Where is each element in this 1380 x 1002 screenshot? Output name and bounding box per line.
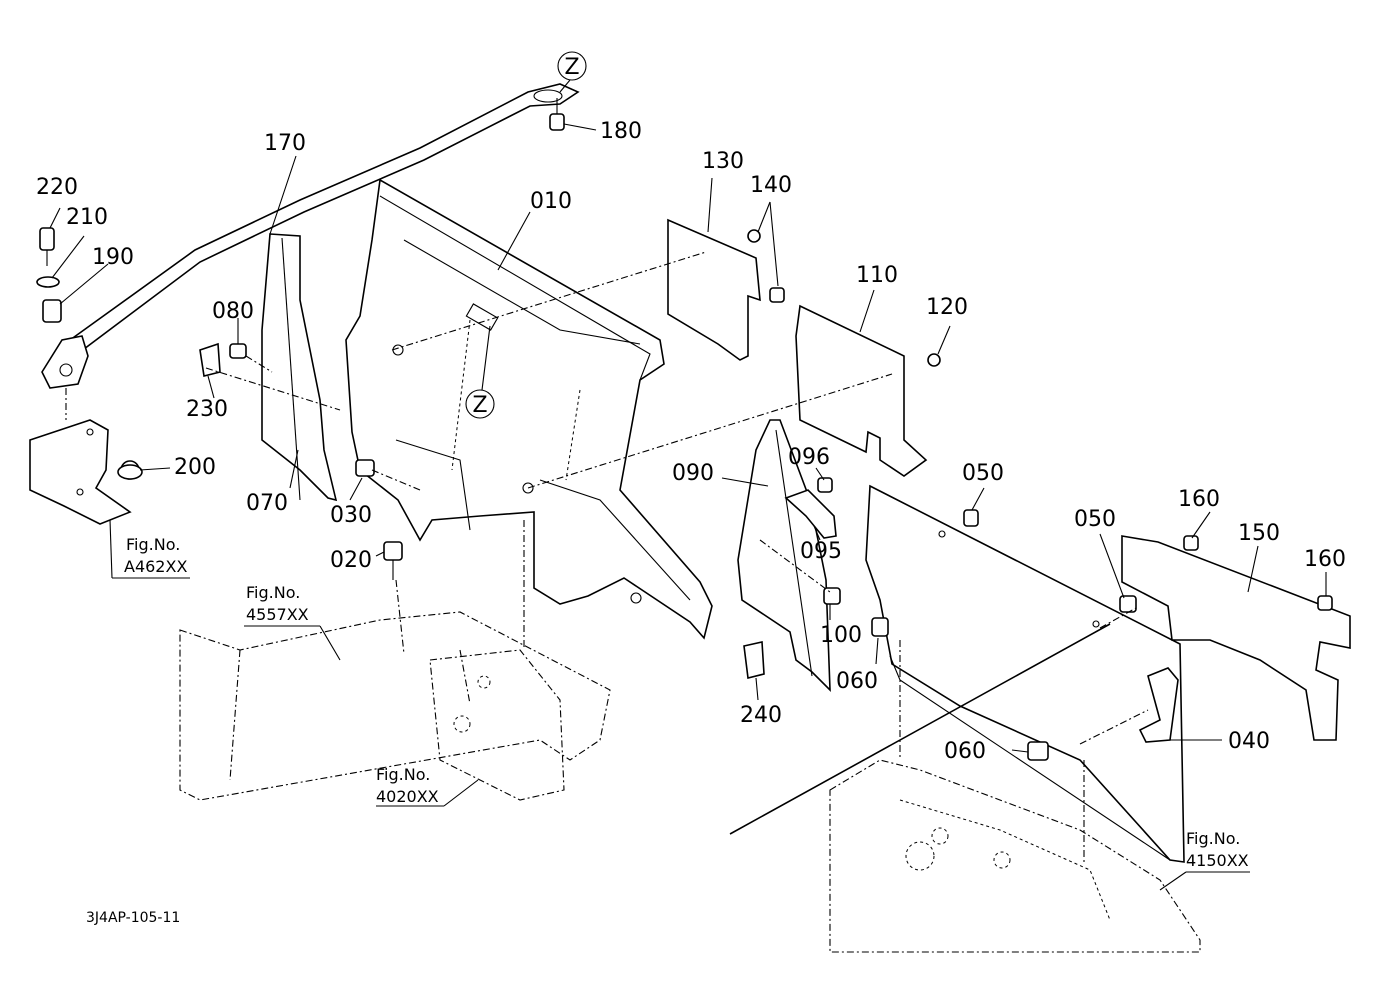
callout-020: 020 xyxy=(330,548,372,573)
z-marker-mid: Z xyxy=(465,325,495,419)
stay-rod-170 xyxy=(41,83,580,389)
callout-130: 130 xyxy=(702,149,744,174)
nut-200 xyxy=(117,464,143,480)
callout-180: 180 xyxy=(600,119,642,144)
frame-lower xyxy=(179,611,611,801)
transmission-case xyxy=(829,759,1201,953)
alignment-lines xyxy=(205,251,1149,864)
callout-070: 070 xyxy=(246,491,288,516)
callout-090: 090 xyxy=(672,461,714,486)
z-marker-top: Z xyxy=(557,51,587,93)
panel-040 xyxy=(865,484,1185,863)
bolt-050-b xyxy=(1119,595,1137,613)
pad-230 xyxy=(199,342,221,377)
bolt-180 xyxy=(549,98,565,131)
callout-230: 230 xyxy=(186,397,228,422)
callout-030: 030 xyxy=(330,503,372,528)
fig-ref-4020xx-code: 4020XX xyxy=(376,787,439,806)
bolt-100 xyxy=(823,587,841,605)
callout-200: 200 xyxy=(174,455,216,480)
fig-ref-a462xx: Fig.No. A462XX xyxy=(124,535,187,576)
fig-ref-4557xx-label: Fig.No. xyxy=(246,583,300,602)
drawing-code: 3J4AP-105-11 xyxy=(86,910,180,926)
side-plate-070 xyxy=(261,233,338,502)
callout-140: 140 xyxy=(750,173,792,198)
callout-120: 120 xyxy=(926,295,968,320)
bracket-left xyxy=(29,388,140,525)
callout-096: 096 xyxy=(788,445,830,470)
fig-ref-a462xx-label: Fig.No. xyxy=(126,535,180,554)
fig-ref-a462xx-code: A462XX xyxy=(124,557,187,576)
callout-060-b: 060 xyxy=(944,739,986,764)
bolt-020 xyxy=(383,541,403,580)
bolt-030 xyxy=(355,459,375,477)
callout-160-a: 160 xyxy=(1178,487,1220,512)
callout-040: 040 xyxy=(1228,729,1270,754)
callout-050-a: 050 xyxy=(962,461,1004,486)
fig-ref-4020xx: Fig.No. 4020XX xyxy=(376,765,439,806)
z-marker-mid-label: Z xyxy=(472,393,487,418)
callout-010: 010 xyxy=(530,189,572,214)
fig-ref-4150xx-code: 4150XX xyxy=(1186,851,1249,870)
callout-170: 170 xyxy=(264,131,306,156)
fig-ref-4020xx-label: Fig.No. xyxy=(376,765,430,784)
callouts: 010 020 030 040 050 050 060 060 070 080 … xyxy=(36,119,1346,764)
bolt-060-b xyxy=(1027,741,1049,761)
bolt-060-a xyxy=(871,617,889,637)
panel-110 xyxy=(795,304,941,477)
callout-240: 240 xyxy=(740,703,782,728)
leader-lines xyxy=(49,123,1327,891)
callout-220: 220 xyxy=(36,175,78,200)
callout-210: 210 xyxy=(66,205,108,230)
z-marker-top-label: Z xyxy=(564,55,579,80)
bolt-stack-220-210-190 xyxy=(36,227,62,323)
callout-100: 100 xyxy=(820,623,862,648)
bolt-080 xyxy=(229,343,247,359)
fig-ref-4150xx-label: Fig.No. xyxy=(1186,829,1240,848)
callout-160-b: 160 xyxy=(1304,547,1346,572)
callout-050-b: 050 xyxy=(1074,507,1116,532)
callout-150: 150 xyxy=(1238,521,1280,546)
callout-190: 190 xyxy=(92,245,134,270)
cover-130 xyxy=(667,218,785,361)
fig-ref-4557xx-code: 4557XX xyxy=(246,605,309,624)
callout-080: 080 xyxy=(212,299,254,324)
lever-095 xyxy=(784,477,837,539)
callout-110: 110 xyxy=(856,263,898,288)
fig-ref-4150xx: Fig.No. 4150XX xyxy=(1186,829,1249,870)
bolt-050-a xyxy=(963,509,979,527)
callout-060-a: 060 xyxy=(836,669,878,694)
plate-090 xyxy=(737,419,831,693)
fig-ref-4557xx: Fig.No. 4557XX xyxy=(246,583,309,624)
bulkhead-010 xyxy=(345,178,713,640)
bracket-150 xyxy=(1121,535,1351,741)
callout-095: 095 xyxy=(800,539,842,564)
pad-240 xyxy=(743,641,765,679)
